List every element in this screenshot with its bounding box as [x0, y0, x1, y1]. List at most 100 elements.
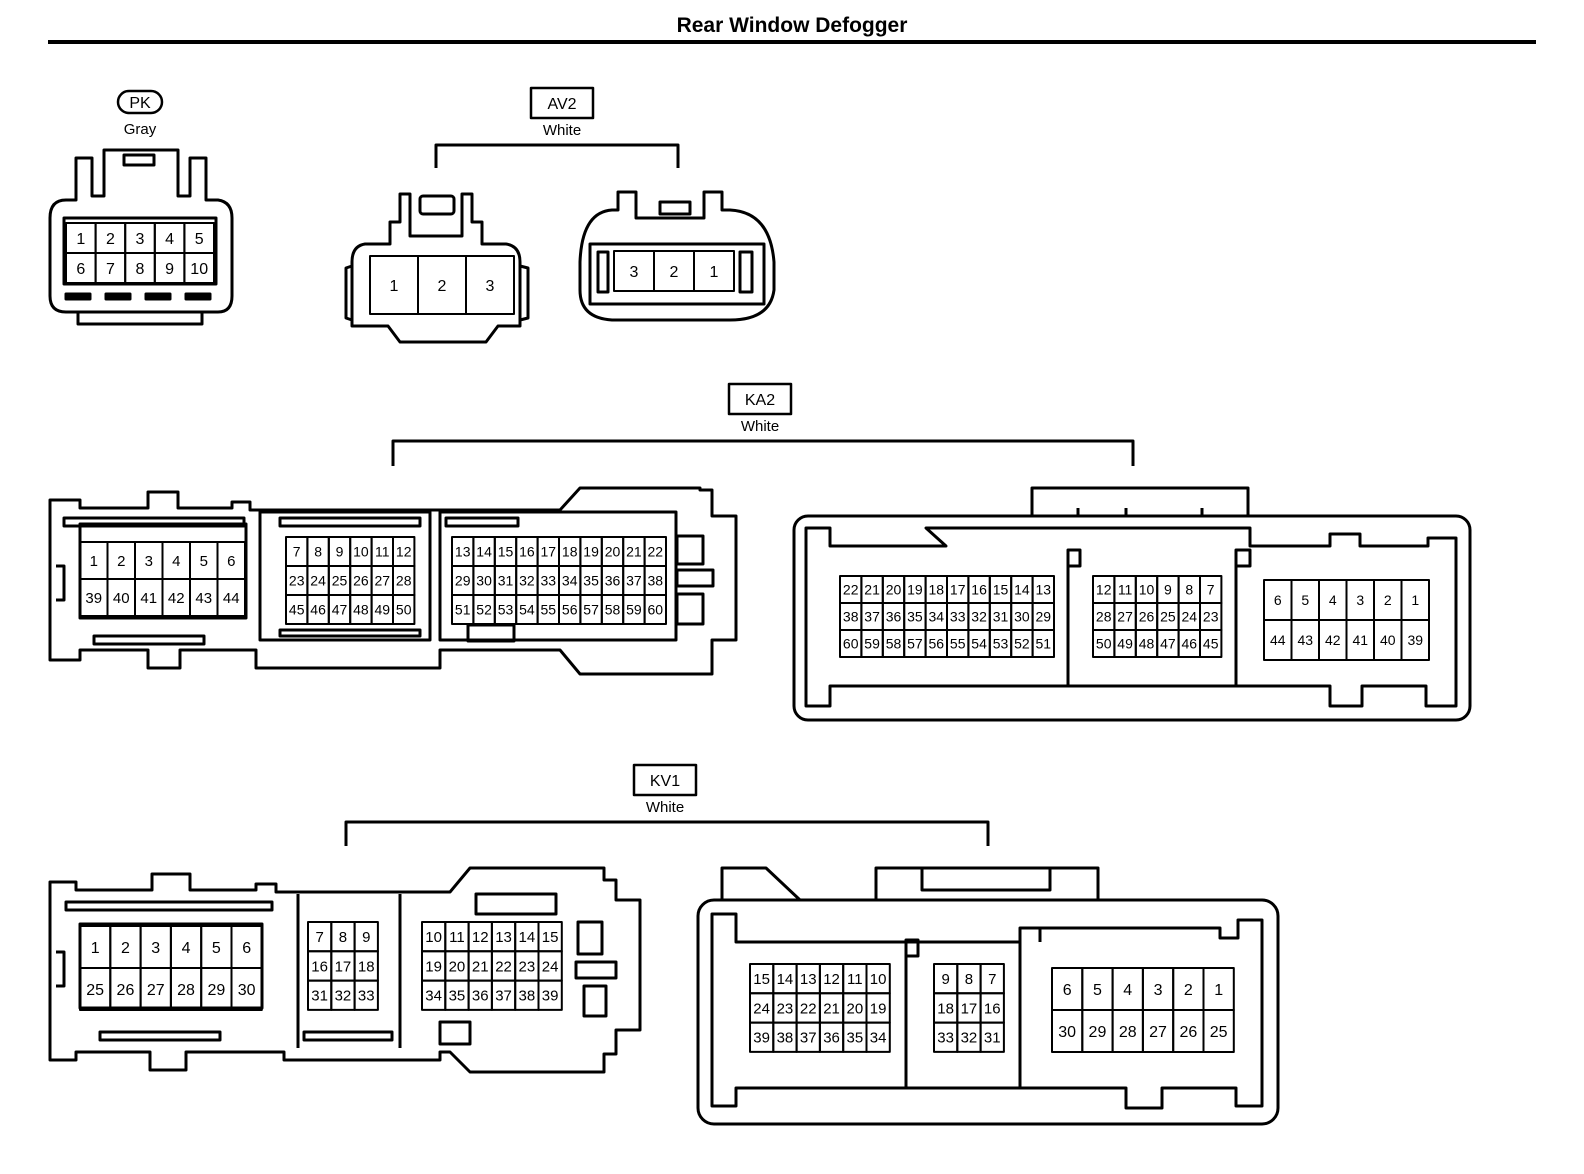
pin-number: 19 — [583, 544, 599, 560]
pin-number: 11 — [449, 929, 465, 946]
pin-number: 1 — [91, 940, 100, 957]
pin-number: 3 — [136, 231, 145, 248]
pin-number: 12 — [823, 971, 840, 988]
pin-number: 56 — [562, 602, 578, 618]
pin-number: 53 — [993, 636, 1009, 652]
pin-number: 19 — [870, 1000, 887, 1017]
connector-code: PK — [129, 95, 151, 112]
pin-cell — [183, 252, 215, 284]
pin-number: 27 — [375, 573, 391, 589]
pin-number: 25 — [86, 982, 104, 999]
pin-number: 28 — [1096, 609, 1112, 625]
pin-number: 6 — [242, 940, 251, 957]
pin-number: 5 — [1093, 982, 1102, 999]
connector-code: AV2 — [547, 96, 576, 113]
pin-number: 5 — [212, 940, 221, 957]
pin-number: 7 — [293, 544, 301, 560]
pin-number: 21 — [864, 582, 880, 598]
pin-number: 50 — [1096, 636, 1112, 652]
pin-number: 1 — [1411, 592, 1419, 608]
pin-number: 54 — [519, 602, 535, 618]
pin-number: 3 — [145, 553, 153, 570]
pin-number: 38 — [777, 1030, 794, 1047]
pair-bracket — [391, 439, 1135, 466]
pin-number: 40 — [113, 590, 130, 607]
connector-color: White — [646, 799, 684, 816]
pin-number: 10 — [870, 971, 887, 988]
pin-number: 38 — [519, 988, 536, 1005]
pin-number: 14 — [777, 971, 794, 988]
pin-number: 39 — [542, 988, 559, 1005]
pin-number: 33 — [541, 573, 557, 589]
pin-number: 31 — [311, 988, 328, 1005]
pin-number: 14 — [519, 929, 536, 946]
pin-number: 29 — [455, 573, 471, 589]
pin-number: 52 — [1014, 636, 1030, 652]
pin-number: 15 — [498, 544, 514, 560]
pin-number: 18 — [929, 582, 945, 598]
pin-number: 6 — [1274, 592, 1282, 608]
pin-number: 16 — [311, 958, 328, 975]
pin-number: 36 — [886, 609, 902, 625]
pin-cell — [353, 979, 379, 1011]
pin-number: 7 — [988, 971, 996, 988]
pin-number: 29 — [1036, 609, 1052, 625]
pin-number: 27 — [1149, 1024, 1167, 1041]
pin-number: 5 — [1301, 592, 1309, 608]
pin-number: 3 — [151, 940, 160, 957]
pin-number: 21 — [823, 1000, 840, 1017]
pin-number: 8 — [1185, 582, 1193, 598]
pin-number: 5 — [200, 553, 208, 570]
pin-number: 1 — [76, 231, 85, 248]
pin-number: 16 — [519, 544, 535, 560]
pin-number: 16 — [984, 1000, 1001, 1017]
pin-number: 9 — [941, 971, 949, 988]
pin-number: 47 — [332, 602, 348, 618]
pin-number: 56 — [929, 636, 945, 652]
pin-number: 13 — [495, 929, 512, 946]
pin-number: 57 — [907, 636, 923, 652]
pin-number: 35 — [583, 573, 599, 589]
pin-number: 24 — [753, 1000, 770, 1017]
pin-number: 2 — [117, 553, 125, 570]
pin-number: 7 — [315, 929, 323, 946]
pin-number: 22 — [648, 544, 664, 560]
pin-number: 53 — [498, 602, 514, 618]
pin-number: 29 — [207, 982, 225, 999]
pin-number: 2 — [121, 940, 130, 957]
pin-number: 31 — [984, 1030, 1001, 1047]
pin-number: 2 — [670, 264, 679, 281]
pin-number: 34 — [425, 988, 442, 1005]
connector-code-box — [632, 763, 698, 797]
pin-number: 47 — [1160, 636, 1176, 652]
pin-number: 2 — [1384, 592, 1392, 608]
pin-number: 29 — [1089, 1024, 1107, 1041]
pin-number: 6 — [1063, 982, 1072, 999]
pin-number: 20 — [847, 1000, 864, 1017]
pin-number: 9 — [336, 544, 344, 560]
pin-number: 28 — [1119, 1024, 1137, 1041]
pin-number: 59 — [626, 602, 642, 618]
pin-number: 60 — [843, 636, 859, 652]
pin-number: 15 — [993, 582, 1009, 598]
connector-color: White — [741, 418, 779, 435]
pin-number: 44 — [1270, 632, 1286, 648]
pin-cell — [865, 1021, 891, 1053]
pin-number: 32 — [335, 988, 352, 1005]
pin-number: 44 — [223, 590, 240, 607]
pin-number: 37 — [626, 573, 642, 589]
pin-number: 6 — [76, 261, 85, 278]
pin-number: 37 — [800, 1030, 817, 1047]
pin-number: 19 — [907, 582, 923, 598]
pin-number: 11 — [847, 971, 863, 988]
pin-number: 20 — [605, 544, 621, 560]
pin-number: 33 — [358, 988, 375, 1005]
pin-number: 35 — [847, 1030, 864, 1047]
pin-cell — [1400, 619, 1430, 661]
pin-number: 58 — [886, 636, 902, 652]
pin-number: 23 — [777, 1000, 794, 1017]
